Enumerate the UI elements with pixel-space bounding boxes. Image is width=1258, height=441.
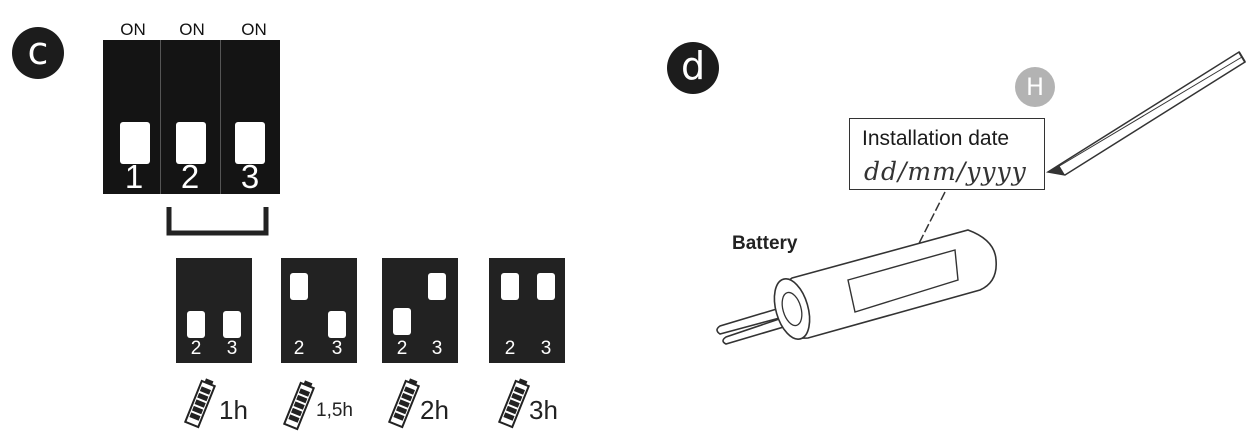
installation-label: Installation date dd/mm/yyyy xyxy=(849,118,1045,190)
battery-gauge-icon xyxy=(282,380,316,431)
num-2: 2 xyxy=(396,338,408,359)
num-3: 3 xyxy=(431,338,443,359)
switch-3-up xyxy=(428,273,446,300)
switch-2-up xyxy=(290,273,308,300)
num-3: 3 xyxy=(226,338,238,359)
on-label-1: ON xyxy=(120,20,146,39)
dip-switch-1[interactable] xyxy=(120,122,150,164)
battery-label: Battery xyxy=(732,233,798,254)
battery-gauge-icon xyxy=(497,378,531,429)
num-3: 3 xyxy=(540,338,552,359)
num-3: 3 xyxy=(331,338,343,359)
battery-gauge-icon xyxy=(183,378,217,429)
duration-1-5h: 1,5h xyxy=(316,400,353,421)
switch-2-down xyxy=(393,308,411,335)
switch-3-up xyxy=(537,273,555,300)
switch-number-2: 2 xyxy=(180,158,200,195)
num-2: 2 xyxy=(190,338,202,359)
switch-3-down xyxy=(223,311,241,338)
dip-switch-3[interactable] xyxy=(235,122,265,164)
option-block-3h: 2 3 xyxy=(489,258,565,363)
num-2: 2 xyxy=(504,338,516,359)
dip-switch-block: 1 2 3 xyxy=(103,40,280,195)
switch-3-down xyxy=(328,311,346,338)
option-block-1h: 2 3 xyxy=(176,258,252,363)
step-c-badge: c xyxy=(12,27,64,79)
on-label-3: ON xyxy=(241,20,267,39)
h-badge: H xyxy=(1015,67,1055,107)
pen-icon xyxy=(1045,50,1247,176)
switch-2-down xyxy=(187,311,205,338)
bracket-connector xyxy=(166,207,269,236)
switch-2-up xyxy=(501,273,519,300)
dip-switch-2[interactable] xyxy=(176,122,206,164)
on-label-2: ON xyxy=(179,20,205,39)
battery-body xyxy=(773,229,997,340)
battery-gauge-icon xyxy=(387,378,421,429)
option-block-2h: 2 3 xyxy=(382,258,458,363)
switch-number-1: 1 xyxy=(124,158,144,195)
num-2: 2 xyxy=(293,338,305,359)
battery-illustration xyxy=(716,50,1247,345)
label-title: Installation date xyxy=(862,127,1010,150)
duration-1h: 1h xyxy=(219,395,248,425)
switch-number-3: 3 xyxy=(240,158,260,195)
duration-2h: 2h xyxy=(420,395,449,425)
label-date-format: dd/mm/yyyy xyxy=(864,157,1027,186)
option-block-1-5h: 2 3 xyxy=(281,258,357,363)
step-d-badge: d xyxy=(667,42,719,94)
duration-3h: 3h xyxy=(529,395,558,425)
